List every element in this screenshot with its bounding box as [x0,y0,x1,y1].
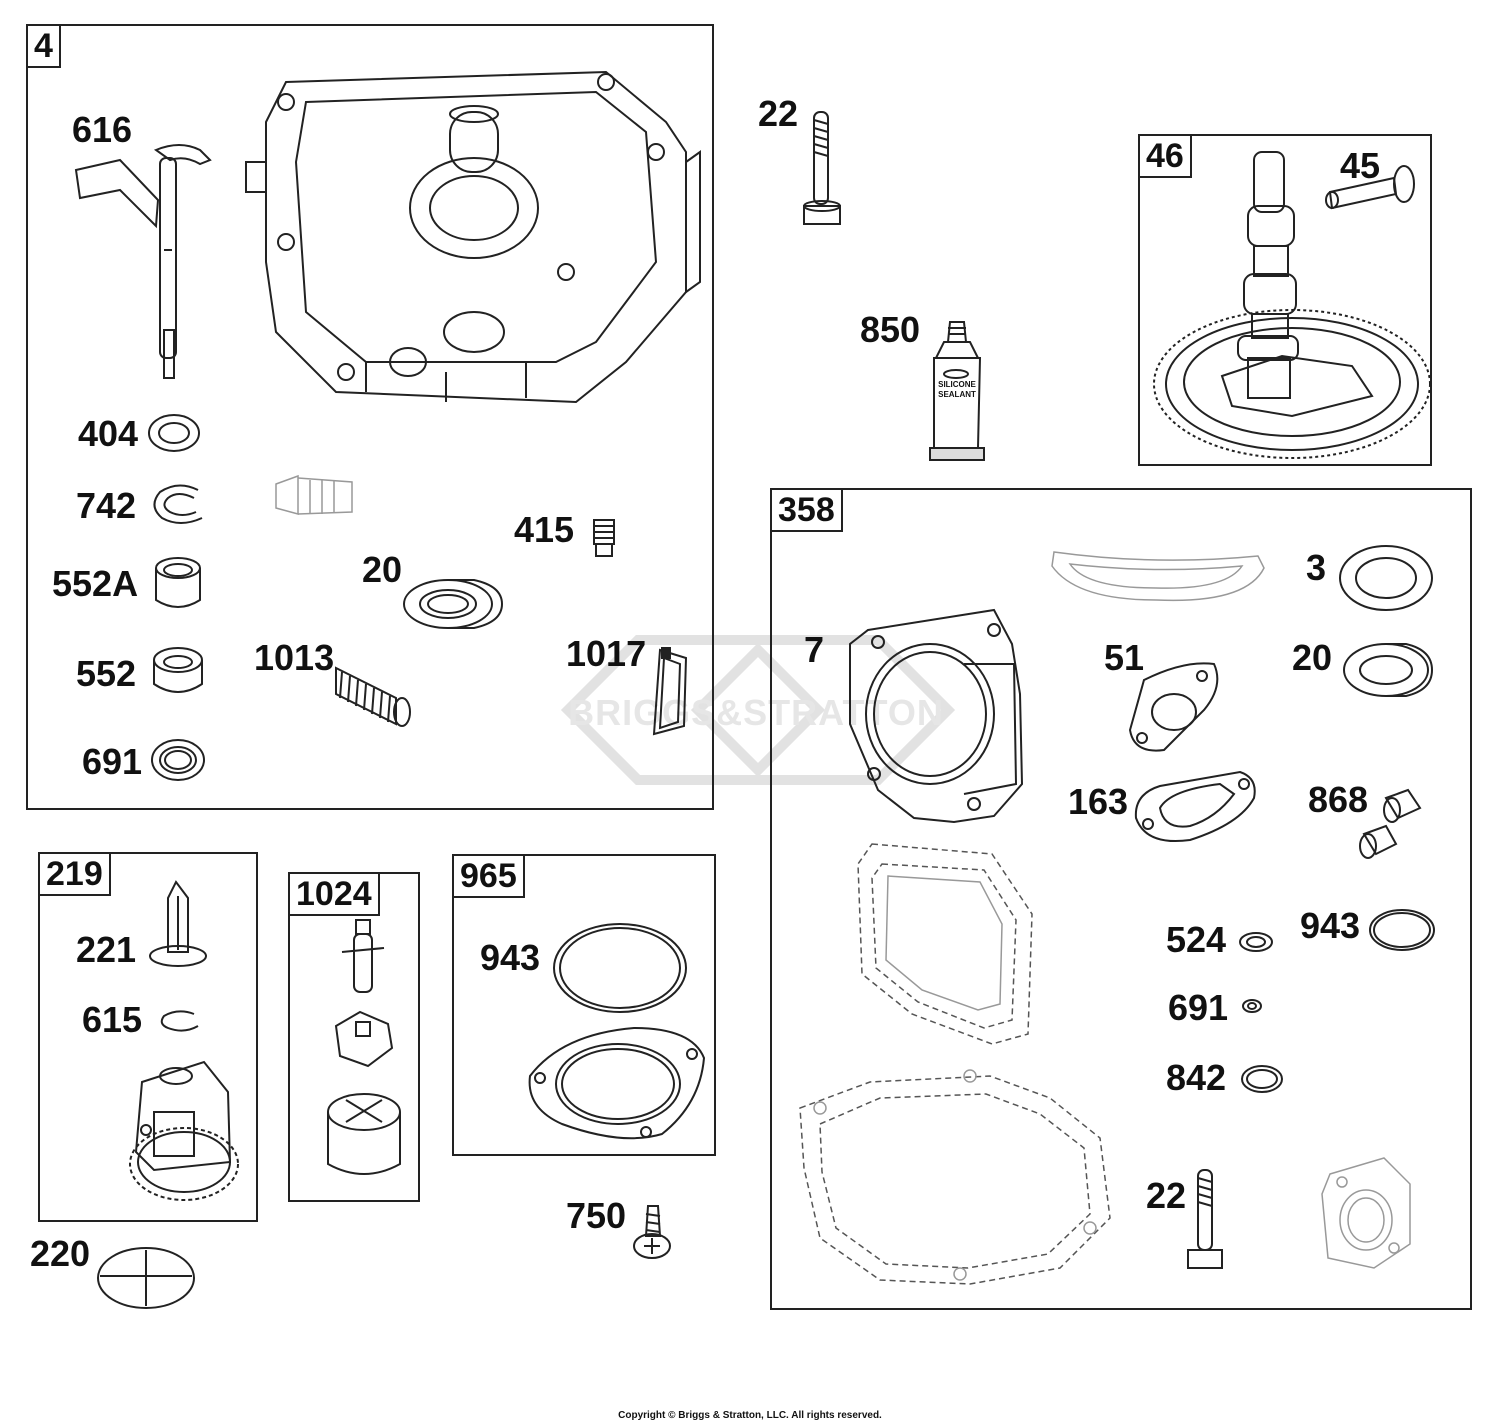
part-label-51[interactable]: 51 [1104,637,1145,678]
tube-text-line2: SEALANT [938,390,976,399]
head-gasket-drawing [849,608,1024,824]
washer-drawing [148,414,200,452]
tube-text-line1: SILICONE [938,380,976,389]
box-tag-358: 358 [772,490,843,532]
small-washer-drawing [1239,932,1273,952]
ball-bearing-drawing [403,579,504,629]
sleeve-drawing [153,647,203,693]
governor-cup-drawing [149,880,207,967]
copyright-notice: Copyright © Briggs & Stratton, LLC. All … [618,1410,882,1421]
part-label-524[interactable]: 524 [1166,919,1227,960]
part-label-22[interactable]: 22 [1146,1175,1187,1216]
box-tag-219: 219 [40,854,111,896]
tappet-drawing [1325,165,1415,210]
governor-gear-drawing [129,1060,239,1201]
part-label-20[interactable]: 20 [1292,637,1333,678]
box-tag-46: 46 [1140,136,1192,178]
spring-drawing [335,666,411,727]
watermark-logo [560,635,956,785]
part-label-415[interactable]: 415 [514,509,575,550]
seal-ring-small-drawing [1241,1065,1283,1093]
part-label-691[interactable]: 691 [1168,987,1229,1028]
part-label-404[interactable]: 404 [78,413,139,454]
bolt-drawing [803,111,841,225]
part-label-163[interactable]: 163 [1068,781,1129,822]
box-tag-1024: 1024 [290,874,380,916]
part-label-850[interactable]: 850 [860,309,921,350]
part-label-615[interactable]: 615 [82,999,143,1040]
part-label-842[interactable]: 842 [1166,1057,1227,1098]
valve-cover-gasket-drawing [857,843,1033,1045]
bushing-drawing [155,557,201,608]
plug-drawing [593,519,615,557]
faint-plug-drawing [275,474,353,515]
part-label-742[interactable]: 742 [76,485,137,526]
exhaust-gasket-drawing [1134,770,1256,842]
oil-seal-drawing [1339,545,1433,611]
sealant-tube-drawing [929,321,985,461]
part-label-943[interactable]: 943 [480,937,541,978]
e-ring-drawing [153,484,203,524]
screw-drawing [633,1205,671,1259]
assembly-box-965: 965 [452,854,716,1156]
watermark-text: BRIGGS&STRATTON [568,692,944,733]
part-label-3[interactable]: 3 [1306,547,1327,588]
tiny-seal-drawing [1242,999,1262,1013]
intake-gasket-drawing [1128,662,1219,752]
part-label-1013[interactable]: 1013 [254,637,335,678]
carb-spacer-drawing [1321,1157,1411,1269]
part-label-552a[interactable]: 552A [52,563,139,604]
part-label-220[interactable]: 220 [30,1233,91,1274]
part-label-1017[interactable]: 1017 [566,633,647,674]
rocker-gasket-strip-drawing [1051,551,1265,602]
valve-seals-drawing [1359,788,1422,859]
part-label-20[interactable]: 20 [362,549,403,590]
assembly-box-4: 4 [26,24,714,810]
part-label-616[interactable]: 616 [72,109,133,150]
pump-cover-gasket-drawing [528,1026,706,1140]
large-o-ring-drawing [553,923,687,1013]
breather-drawing [652,647,688,736]
o-ring-drawing [1369,909,1435,951]
seal-ring-drawing [151,739,205,781]
assembly-box-219: 219 [38,852,258,1222]
part-label-868[interactable]: 868 [1308,779,1369,820]
assembly-box-358: 358 [770,488,1472,1310]
camshaft-gear-drawing [1153,151,1431,459]
part-label-750[interactable]: 750 [566,1195,627,1236]
part-label-221[interactable]: 221 [76,929,137,970]
retainer-ring-drawing [160,1010,199,1032]
crankcase-gasket-drawing [799,1069,1111,1285]
oil-pump-drawing [327,919,401,1175]
part-label-45[interactable]: 45 [1340,145,1381,186]
box-tag-965: 965 [454,856,525,898]
part-label-7[interactable]: 7 [804,629,825,670]
part-label-22[interactable]: 22 [758,93,799,134]
assembly-box-1024: 1024 [288,872,420,1202]
thrust-washer-drawing [97,1247,195,1309]
part-label-943[interactable]: 943 [1300,905,1361,946]
crankcase-cover-drawing [245,70,701,404]
bolt-2-drawing [1187,1169,1223,1269]
box-tag-4: 4 [28,26,61,68]
assembly-box-46: 46 [1138,134,1432,466]
governor-shaft-drawing [74,144,212,379]
bearing-seal-drawing [1343,643,1434,697]
part-label-691[interactable]: 691 [82,741,143,782]
part-label-552[interactable]: 552 [76,653,137,694]
